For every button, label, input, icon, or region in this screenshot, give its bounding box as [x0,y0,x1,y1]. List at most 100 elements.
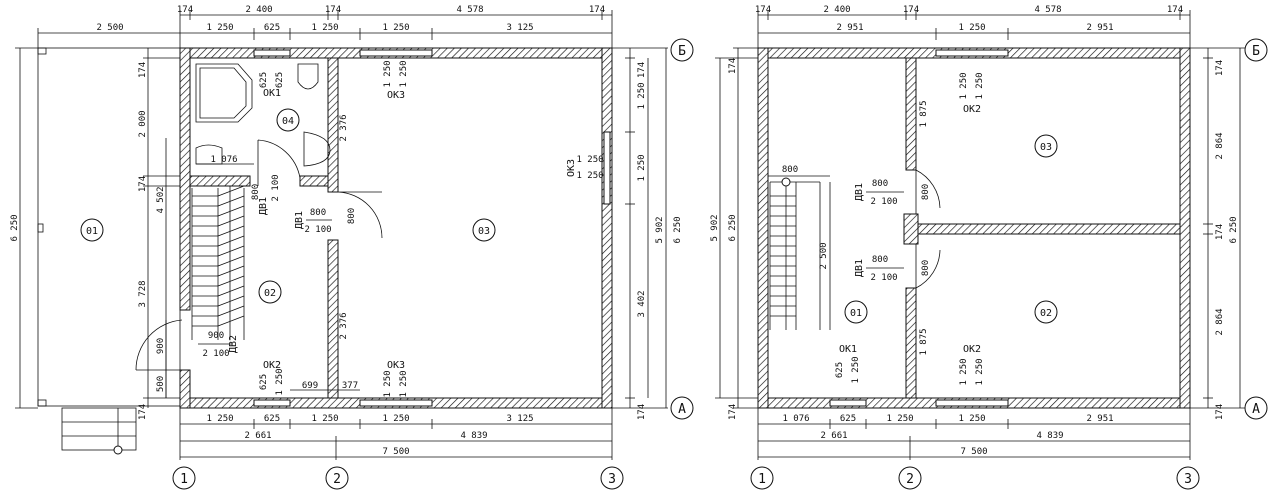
svg-text:2 100: 2 100 [870,273,897,283]
svg-text:900: 900 [156,338,166,354]
terrace-post [37,399,47,407]
svg-text:625: 625 [835,362,845,378]
svg-text:1 875: 1 875 [919,100,929,127]
svg-text:2 661: 2 661 [244,431,271,441]
svg-text:2 376: 2 376 [339,114,349,141]
dim-text: 4 578 [456,5,483,15]
shower-inner [199,67,247,119]
room-markers: 01 02 03 04 [80,108,496,304]
svg-text:174: 174 [138,62,148,78]
svg-text:2 661: 2 661 [820,431,847,441]
svg-text:625: 625 [275,72,285,88]
plan1-right-dimensions: 174 1 250 1 250 3 402 174 5 902 6 250 [612,47,683,420]
svg-text:2 376: 2 376 [339,312,349,339]
window-ok2-north [935,49,1009,57]
shower-fixture [195,63,253,123]
dim-text: 2 400 [245,5,272,15]
door-label: ДВ1 [258,197,269,215]
door-labels: ДВ1 800 2 100 800 ДВ1 800 2 100 800 [854,179,931,283]
plan2-left-dimensions: 5 902 6 250 174 174 [710,47,758,420]
window-labels: ОК1 625 625 ОК3 1 250 1 250 ОК3 1 250 1 … [259,60,604,397]
svg-text:1 076: 1 076 [210,155,237,165]
svg-text:800: 800 [310,208,326,218]
window-label: ОК3 [387,90,405,101]
window-label: ОК3 [387,360,405,371]
dim-text: 3 125 [506,23,533,33]
wall-east [601,47,613,409]
svg-text:ОК1: ОК1 [839,344,857,355]
svg-text:1 250: 1 250 [851,356,861,383]
svg-text:377: 377 [342,381,358,391]
window-labels: ОК2 1 250 1 250 ОК1 625 1 250 ОК2 1 250 … [835,72,985,385]
svg-text:1 250: 1 250 [275,368,285,395]
svg-text:1 250: 1 250 [975,72,985,99]
svg-text:1 250: 1 250 [959,72,969,99]
window-ok2-south [935,399,1009,407]
svg-text:1 250: 1 250 [637,82,647,109]
svg-text:500: 500 [156,376,166,392]
svg-text:3 125: 3 125 [506,414,533,424]
svg-text:6 250: 6 250 [673,216,683,243]
svg-text:1 250: 1 250 [576,155,603,165]
svg-text:625: 625 [259,374,269,390]
svg-text:174: 174 [728,404,738,420]
window-label: ОК3 [566,159,577,177]
svg-text:174: 174 [755,5,771,15]
svg-text:3 402: 3 402 [637,290,647,317]
svg-text:2 500: 2 500 [819,242,829,269]
door-dv1-swing [915,244,941,289]
svg-text:4 839: 4 839 [460,431,487,441]
svg-text:6 250: 6 250 [1229,216,1239,243]
wall-east [1179,47,1191,409]
svg-text:1 250: 1 250 [958,414,985,424]
svg-text:1 250: 1 250 [958,23,985,33]
svg-text:1 250: 1 250 [382,414,409,424]
window-ok3-east [603,131,611,205]
svg-text:ОК2: ОК2 [963,104,981,115]
plan-upper-floor: 174 2 400 174 4 578 174 2 951 1 250 2 95… [710,5,1268,490]
window-ok3-north [359,49,433,57]
room-markers: 01 02 03 [844,134,1058,324]
interior-dimensions: 2 376 2 376 1 076 699 377 [196,114,360,391]
svg-text:А: А [1252,402,1260,417]
door-dv1-swing [337,191,383,239]
svg-text:2 100: 2 100 [202,349,229,359]
svg-text:2: 2 [906,472,914,487]
svg-text:3 728: 3 728 [138,280,148,307]
staircase [769,177,821,330]
plan2-top-dimensions-row1: 174 2 400 174 4 578 174 [755,5,1191,48]
svg-text:800: 800 [872,179,888,189]
svg-text:1 250: 1 250 [399,60,409,87]
dim-text: 2 500 [96,23,123,33]
svg-text:1 875: 1 875 [919,328,929,355]
wall-west [757,47,769,409]
toilet-fixture [297,63,319,90]
svg-text:800: 800 [347,208,357,224]
svg-text:2 951: 2 951 [1086,414,1113,424]
svg-text:1: 1 [758,472,766,487]
svg-text:7 500: 7 500 [960,447,987,457]
axis-label: 3 [608,472,616,487]
svg-text:02: 02 [1040,308,1052,319]
window-ok1-south [829,399,867,407]
dim-text: 625 [264,23,280,33]
svg-text:03: 03 [1040,142,1052,153]
axis-label: А [678,402,686,417]
door-label: ДВ1 [294,211,305,229]
door-dv1-swing [915,169,941,214]
plan1-axis-markers: 1 2 3 Б А [172,38,694,490]
svg-text:5 902: 5 902 [655,216,665,243]
door-dv2-swing [135,319,183,371]
wall-west-upper [179,47,191,311]
wall-interior-upper [327,57,339,193]
svg-text:4 502: 4 502 [156,186,166,213]
plan2-axis-markers: 1 2 3 Б А [750,38,1268,490]
svg-text:900: 900 [208,331,224,341]
svg-text:2 864: 2 864 [1215,132,1225,159]
svg-text:5 902: 5 902 [710,214,720,241]
svg-text:800: 800 [251,184,261,200]
window-label: ОК2 [263,360,281,371]
room-label: 02 [264,288,276,299]
svg-text:174: 174 [138,176,148,192]
